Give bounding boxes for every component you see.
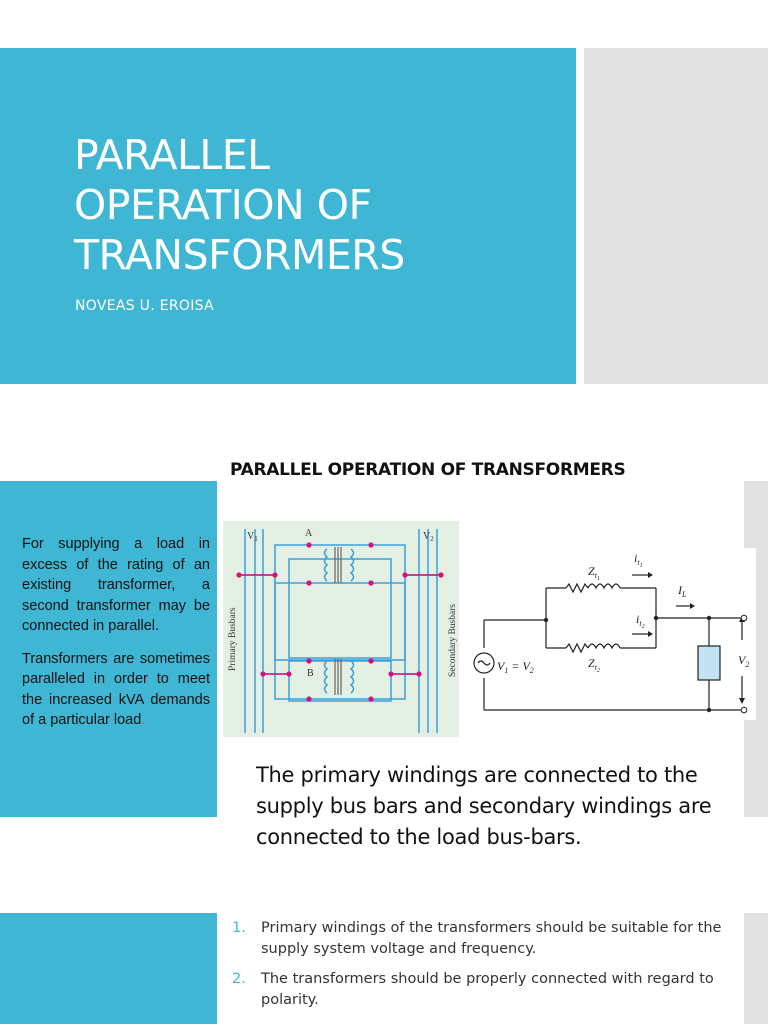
- z1-label: Zt1: [588, 564, 600, 582]
- v2-output-label: V2: [738, 653, 749, 669]
- busbar-diagram-svg: V1 V2 A B Primary Busbars Secondary Busb…: [228, 528, 458, 733]
- title-slide-side-panel: [584, 48, 768, 384]
- intro-paragraph-1: For supplying a load in excess of the ra…: [22, 536, 210, 634]
- conditions-list: 1. Primary windings of the transformers s…: [232, 918, 740, 1020]
- list-item: 1. Primary windings of the transformers s…: [232, 918, 740, 960]
- load-resistor: [697, 645, 721, 681]
- intro-paragraph-2: Transformers are sometimes paralleled in…: [22, 649, 210, 731]
- transformer-b-label: B: [307, 668, 314, 679]
- secondary-busbars-label: Secondary Busbars: [448, 604, 458, 677]
- content-slide-panel: [0, 481, 217, 817]
- i2-label: it2: [636, 612, 645, 630]
- intro-text: For supplying a load in excess of the ra…: [22, 534, 210, 743]
- z2-label: Zt2: [588, 656, 600, 674]
- list-item-number: 2.: [232, 971, 246, 987]
- title-line: OPERATION OF: [74, 181, 372, 229]
- intro-paragraph-2-text: Transformers are sometimes paralleled in…: [22, 650, 210, 729]
- slide-heading: PARALLEL OPERATION OF TRANSFORMERS: [230, 460, 626, 480]
- slide-body-text: The primary windings are connected to th…: [256, 763, 712, 849]
- source-voltage-label: V1 = V2: [497, 659, 534, 675]
- list-item-text: Primary windings of the transformers sho…: [261, 920, 722, 957]
- title-line: TRANSFORMERS: [74, 231, 405, 279]
- presentation-title: PARALLEL OPERATION OF TRANSFORMERS: [74, 130, 554, 280]
- author-name: NOVEAS U. EROISA: [75, 298, 214, 314]
- equivalent-circuit-diagram: Zt1 Zt2 it1 it2 IL V1 = V2 V2: [466, 548, 756, 720]
- list-item-text: The transformers should be properly conn…: [261, 971, 714, 1008]
- list-item-number: 1.: [232, 920, 246, 936]
- v2-label: V2: [423, 531, 434, 543]
- intro-paragraph-2-period: .: [141, 712, 146, 728]
- list-item: 2. The transformers should be properly co…: [232, 969, 740, 1011]
- i1-label: it1: [634, 551, 643, 569]
- il-label: IL: [677, 583, 687, 599]
- equivalent-circuit-svg: Zt1 Zt2 it1 it2 IL V1 = V2 V2: [473, 551, 749, 714]
- busbar-diagram: V1 V2 A B Primary Busbars Secondary Busb…: [223, 521, 459, 737]
- v1-label: V1: [247, 531, 258, 543]
- transformer-a-label: A: [305, 528, 313, 539]
- conditions-slide-panel: [0, 913, 217, 1024]
- conditions-slide-side-panel: [744, 913, 768, 1024]
- title-slide-panel: [0, 48, 576, 384]
- primary-busbars-label: Primary Busbars: [228, 607, 238, 671]
- title-line: PARALLEL: [74, 131, 270, 179]
